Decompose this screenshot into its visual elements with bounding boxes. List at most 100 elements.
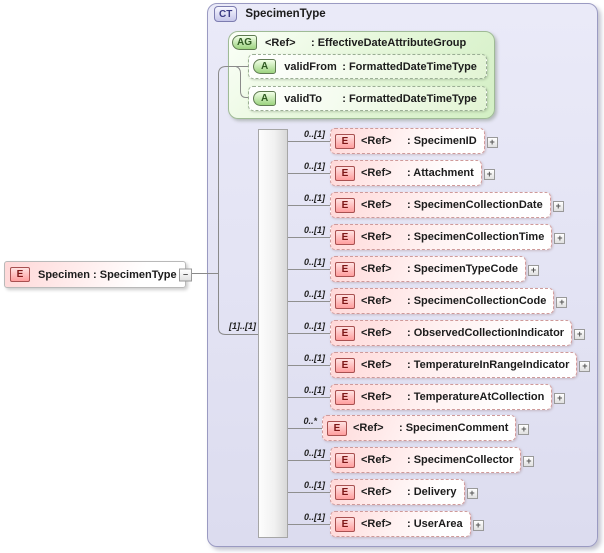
element-badge: E <box>335 197 355 213</box>
element-box[interactable]: E <Ref> : TemperatureAtCollection <box>330 384 553 410</box>
element-type-label: : ObservedCollectionIndicator <box>407 327 565 339</box>
element-row: 0..[1] E <Ref> : Attachment + <box>288 160 495 186</box>
attribute-badge: A <box>253 59 277 74</box>
attribute-box[interactable]: A validTo : FormattedDateTimeType <box>248 86 487 111</box>
element-ref-label: <Ref> <box>353 422 384 434</box>
attribute-group-header: AG <Ref> : EffectiveDateAttributeGroup <box>232 35 466 50</box>
element-ref-label: <Ref> <box>361 231 392 243</box>
element-badge: E <box>335 325 355 341</box>
expand-icon[interactable]: + <box>483 168 495 180</box>
collapse-icon[interactable]: − <box>179 268 192 281</box>
connector-line <box>288 523 330 525</box>
element-box[interactable]: E <Ref> : SpecimenCollectionDate <box>330 192 551 218</box>
element-type-label: : TemperatureAtCollection <box>407 391 545 403</box>
connector-line <box>288 140 330 142</box>
element-type-label: : SpecimenCollectionDate <box>407 199 543 211</box>
element-type-label: : SpecimenComment <box>399 422 509 434</box>
element-badge: E <box>335 293 355 309</box>
element-box[interactable]: E <Ref> : SpecimenID <box>330 128 485 154</box>
element-box[interactable]: E <Ref> : ObservedCollectionIndicator <box>330 320 573 346</box>
cardinality-label: 0..[1] <box>303 512 325 522</box>
element-ref-label: <Ref> <box>361 518 392 530</box>
attribute-name: validFrom <box>284 60 337 73</box>
expand-icon[interactable]: + <box>472 519 484 531</box>
cardinality-label: 0..[1] <box>303 289 325 299</box>
element-row: 0..[1] E <Ref> : UserArea + <box>288 511 484 537</box>
complextype-badge: CT <box>214 6 238 22</box>
cardinality-label: 0..[1] <box>303 225 325 235</box>
sequence-bar <box>258 129 288 538</box>
connector-line <box>288 204 330 206</box>
connector-line <box>288 300 330 302</box>
expand-icon[interactable]: + <box>556 296 568 308</box>
element-type-label: : Delivery <box>407 486 457 498</box>
attribute-group-name: <Ref> <box>265 36 296 49</box>
element-box[interactable]: E <Ref> : TemperatureInRangeIndicator <box>330 352 578 378</box>
element-badge: E <box>335 165 355 181</box>
cardinality-label: 0..[1] <box>303 129 325 139</box>
element-badge: E <box>335 389 355 405</box>
element-row: 0..[1] E <Ref> : SpecimenID + <box>288 128 498 154</box>
element-type-label: : UserArea <box>407 518 463 530</box>
expand-icon[interactable]: + <box>579 360 591 372</box>
expand-icon[interactable]: + <box>518 423 530 435</box>
complextype-title: SpecimenType <box>245 8 326 20</box>
expand-icon[interactable]: + <box>554 392 566 404</box>
expand-icon[interactable]: + <box>523 455 535 467</box>
expand-icon[interactable]: + <box>552 200 564 212</box>
root-element-box[interactable]: E Specimen : SpecimenType − <box>4 261 192 288</box>
element-ref-label: <Ref> <box>361 295 392 307</box>
element-badge: E <box>335 261 355 277</box>
element-ref-label: <Ref> <box>361 263 392 275</box>
element-ref-label: <Ref> <box>361 167 392 179</box>
expand-icon[interactable]: + <box>486 136 498 148</box>
cardinality-label: 0..* <box>303 416 317 426</box>
element-box[interactable]: E <Ref> : UserArea <box>330 511 471 537</box>
attribute-group-type: : EffectiveDateAttributeGroup <box>311 36 467 49</box>
element-row: 0..[1] E <Ref> : TemperatureAtCollection… <box>288 384 566 410</box>
element-ref-label: <Ref> <box>361 359 392 371</box>
element-type-label: : Attachment <box>407 167 474 179</box>
attributegroup-badge: AG <box>232 35 257 50</box>
element-row: 0..[1] E <Ref> : SpecimenCollectionDate … <box>288 192 564 218</box>
connector-line <box>288 332 330 334</box>
connector-line <box>288 268 330 270</box>
element-ref-label: <Ref> <box>361 391 392 403</box>
connector-line <box>288 491 330 493</box>
element-box[interactable]: E <Ref> : Attachment <box>330 160 482 186</box>
element-row: 0..[1] E <Ref> : SpecimenTypeCode + <box>288 256 540 282</box>
element-row: 0..* E <Ref> : SpecimenComment + <box>288 415 530 441</box>
connector-line <box>288 172 330 174</box>
expand-icon[interactable]: + <box>466 487 478 499</box>
element-box[interactable]: E <Ref> : SpecimenCollectionCode <box>330 288 555 314</box>
element-type-label: : SpecimenCollector <box>407 454 514 466</box>
element-row: 0..[1] E <Ref> : SpecimenCollector + <box>288 447 535 473</box>
expand-icon[interactable]: + <box>554 232 566 244</box>
element-badge: E <box>335 357 355 373</box>
attribute-box[interactable]: A validFrom : FormattedDateTimeType <box>248 54 487 79</box>
element-box[interactable]: E <Ref> : SpecimenCollectionTime <box>330 224 553 250</box>
element-badge: E <box>335 516 355 532</box>
cardinality-label: 0..[1] <box>303 480 325 490</box>
cardinality-label: 0..[1] <box>303 321 325 331</box>
complextype-header: CT SpecimenType <box>214 6 326 22</box>
element-ref-label: <Ref> <box>361 135 392 147</box>
element-type-label: : SpecimenCollectionCode <box>407 295 547 307</box>
expand-icon[interactable]: + <box>528 264 540 276</box>
element-box[interactable]: E <Ref> : SpecimenTypeCode <box>330 256 527 282</box>
element-ref-label: <Ref> <box>361 199 392 211</box>
expand-icon[interactable]: + <box>574 328 586 340</box>
element-row: 0..[1] E <Ref> : TemperatureInRangeIndic… <box>288 352 591 378</box>
element-badge: E <box>327 420 347 436</box>
element-badge: E <box>335 229 355 245</box>
element-box[interactable]: E <Ref> : SpecimenComment <box>322 415 517 441</box>
connector-line <box>288 396 330 398</box>
root-element-label: Specimen : SpecimenType <box>38 268 177 281</box>
element-ref-label: <Ref> <box>361 454 392 466</box>
attribute-name: validTo <box>284 92 322 105</box>
connector-line <box>288 459 330 461</box>
element-type-label: : SpecimenID <box>407 135 477 147</box>
element-box[interactable]: E <Ref> : SpecimenCollector <box>330 447 522 473</box>
element-box[interactable]: E <Ref> : Delivery <box>330 479 465 505</box>
